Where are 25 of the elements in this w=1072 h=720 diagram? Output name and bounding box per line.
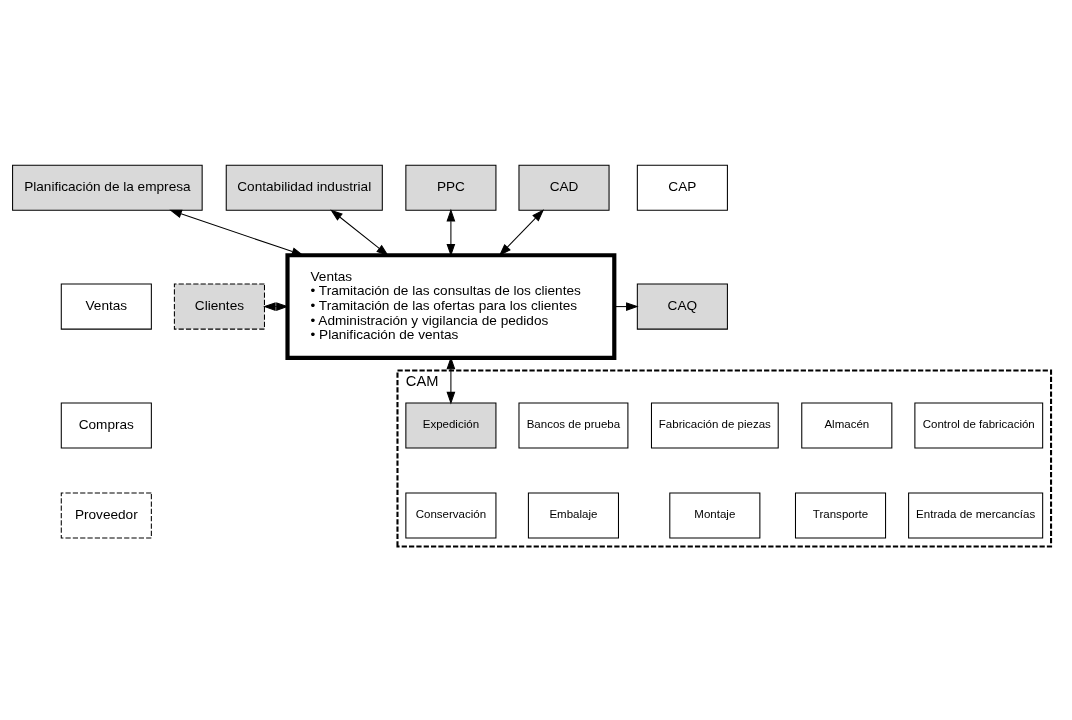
node-box: Embalaje [527,492,619,539]
node-box: Fabricación de piezas [650,402,779,449]
node-box: Transporte [794,492,887,539]
arrow [446,208,456,257]
node-box: Compras [60,402,152,449]
node-box: Ventas [60,283,152,330]
node-box: Contabilidad industrial [225,164,383,211]
node-box: Bancos de prueba [518,402,629,449]
node-box: Control de fabricación [914,402,1044,449]
node-box: Expedición [405,402,497,449]
node-box: CAD [518,164,610,211]
node-box: Entrada de mercancías [908,492,1044,539]
node-box: Montaje [669,492,761,539]
node-box: Ventas • Tramitación de las consultas de los clientes • Tramitación de las ofertas para los clientes • Administración y vigilancia de pedidos • Planificación de ventas [285,253,617,360]
node-box: Conservación [405,492,497,539]
node-box: Proveedor [60,492,152,539]
arrow [498,209,545,257]
node-box: CAQ [636,283,728,330]
node-box: CAP [636,164,728,211]
arrow [330,209,389,257]
arrow [169,209,305,256]
node-box: Almacén [801,402,893,449]
node-box: Clientes [173,283,265,330]
node-box: Planificación de la empresa [12,164,203,211]
node-box: PPC [405,164,497,211]
